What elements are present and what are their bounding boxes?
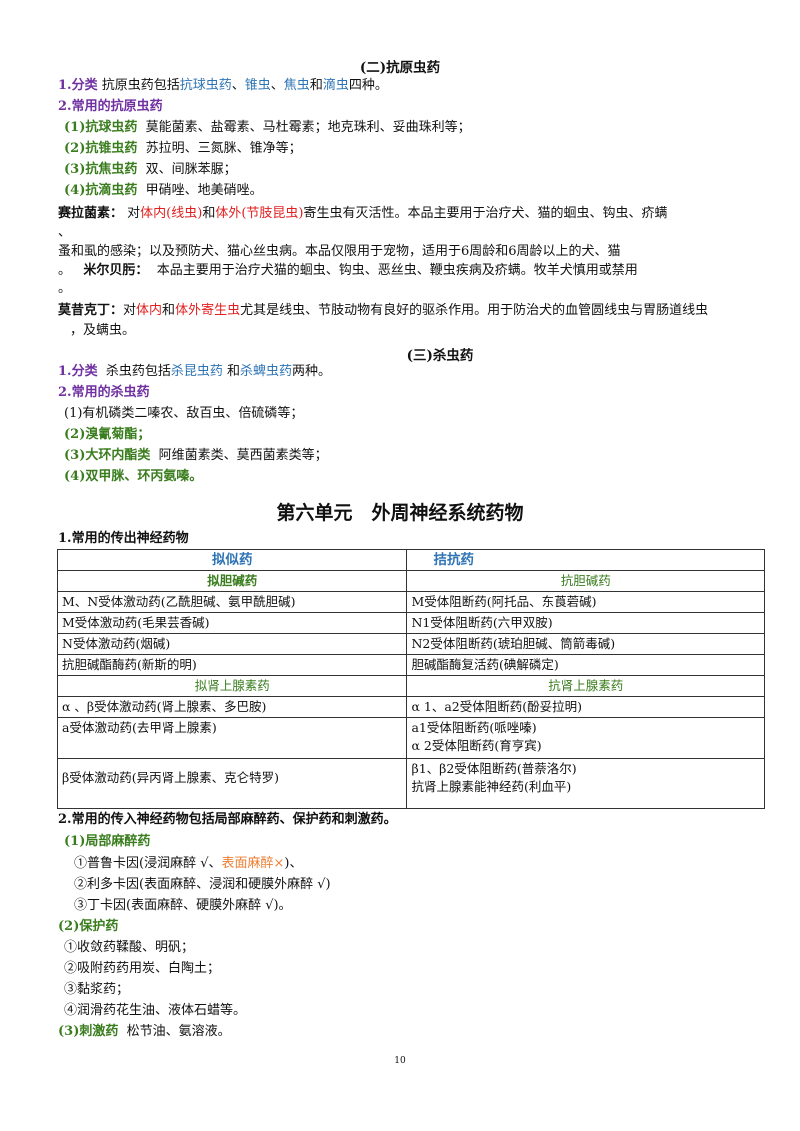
insecticide-item: (3)大环内酯类 阿维菌素类、莫西菌素类等； [64, 448, 328, 463]
table-cell: N2受体阻断药(琥珀胆碱、筒箭毒碱) [406, 633, 765, 655]
table-cell: β1、β2受体阻断药(普萘洛尔) 抗肾上腺素能神经药(利血平) [406, 758, 765, 809]
insecticide-item: (4)双甲脒、环丙氨嗪。 [64, 469, 203, 484]
insecticide-classification: 1.分类 杀虫药包括杀昆虫药 和杀蜱虫药两种。 [58, 364, 332, 379]
table-cell: 抗胆碱酯酶药(新斯的明) [56, 654, 408, 676]
table-cell: α 、β受体激动药(肾上腺素、多巴胺) [56, 696, 408, 718]
table-row: N受体激动药(烟碱) N2受体阻断药(琥珀胆碱、筒箭毒碱) [56, 633, 765, 655]
antiprotozoal-item: (2)抗锥虫药 苏拉明、三氮脒、锥净等； [64, 141, 302, 156]
protective-drug-heading: (2)保护药 [58, 919, 119, 934]
protective-drug-item: ④润滑药花生油、液体石蜡等。 [64, 1003, 247, 1018]
table-cell: 胆碱酯酶复活药(碘解磷定) [406, 654, 765, 676]
section-title-antiprotozoal: (二)抗原虫药 [359, 60, 441, 76]
afferent-drugs-heading: 2.常用的传入神经药物包括局部麻醉药、保护药和刺激药。 [58, 812, 397, 827]
antiprotozoal-item: (4)抗滴虫药 甲硝唑、地美硝唑。 [64, 183, 263, 198]
table-cell: β受体激动药(异丙肾上腺素、克仑特罗) [56, 758, 408, 809]
table-row: M、N受体激动药(乙酰胆碱、氨甲酰胆碱) M受体阻断药(阿托品、东莨菪碱) [56, 591, 765, 613]
table-row: 拟胆碱药 抗胆碱药 [56, 570, 765, 592]
local-anesthetic-item: ②利多卡因(表面麻醉、浸润和硬膜外麻醉 √) [74, 877, 331, 892]
milbemycin-paragraph-cont: 。 [58, 281, 72, 296]
insecticide-item: (1)有机磷类二嗪农、敌百虫、倍硫磷等； [64, 406, 304, 421]
table-row: 抗胆碱酯酶药(新斯的明) 胆碱酯酶复活药(碘解磷定) [56, 654, 765, 676]
table-row: β受体激动药(异丙肾上腺素、克仑特罗) β1、β2受体阻断药(普萘洛尔) 抗肾上… [56, 758, 765, 809]
irritant-drug-line: (3)刺激药 松节油、氨溶液。 [58, 1024, 231, 1039]
table-header-agonist: 拟似药 [56, 549, 408, 571]
insecticide-item: (2)溴氰菊酯； [64, 427, 151, 442]
unit-title: 第六单元 外周神经系统药物 [276, 502, 524, 524]
selamectin-paragraph: 赛拉菌素： 对体内(线虫)和体外(节肢昆虫)寄生虫有灭活性。本品主要用于治疗犬、… [58, 206, 668, 221]
local-anesthetic-item: ③丁卡因(表面麻醉、硬膜外麻醉 √)。 [74, 898, 292, 913]
milbemycin-paragraph: 。 米尔贝肟： 本品主要用于治疗犬猫的蛔虫、钩虫、恶丝虫、鞭虫疾病及疥螨。牧羊犬… [58, 263, 638, 278]
antiprotozoal-item: (3)抗焦虫药 双、间脒苯脲； [64, 162, 237, 177]
table-subheader: 拟肾上腺素药 [56, 675, 408, 697]
local-anesthetic-heading: (1)局部麻醉药 [64, 834, 151, 849]
table-row: a受体激动药(去甲肾上腺素) a1受体阻断药(哌唑嗪) α 2受体阻断药(育亨宾… [56, 717, 765, 759]
table-cell: α 1、a2受体阻断药(酚妥拉明) [406, 696, 765, 718]
table-header-antagonist: 拮抗药 [406, 549, 765, 571]
moxidectin-paragraph: 莫昔克丁：对体内和体外寄生虫尤其是线虫、节肢动物有良好的驱杀作用。用于防治犬的血… [58, 303, 709, 318]
table-row: 拟肾上腺素药 抗肾上腺素药 [56, 675, 765, 697]
efferent-drug-table: 拟似药 拮抗药 拟胆碱药 抗胆碱药 M、N受体激动药(乙酰胆碱、氨甲酰胆碱) M… [56, 549, 765, 809]
table-cell: N受体激动药(烟碱) [56, 633, 408, 655]
table-cell: N1受体阻断药(六甲双胺) [406, 612, 765, 634]
insecticide-common-heading: 2.常用的杀虫药 [58, 385, 150, 400]
table-subheader: 抗胆碱药 [406, 570, 765, 592]
table-subheader: 拟胆碱药 [56, 570, 408, 592]
antiprotozoal-item: (1)抗球虫药 莫能菌素、盐霉素、马杜霉素；地克珠利、妥曲珠利等； [64, 120, 471, 135]
table-cell: M受体激动药(毛果芸香碱) [56, 612, 408, 634]
efferent-drugs-heading: 1.常用的传出神经药物 [58, 531, 189, 546]
antiprotozoal-common-heading: 2.常用的抗原虫药 [58, 99, 163, 114]
table-row: 拟似药 拮抗药 [56, 549, 765, 571]
selamectin-paragraph-cont: 、 [58, 225, 72, 240]
table-subheader: 抗肾上腺素药 [406, 675, 765, 697]
section-title-insecticide: (三)杀虫药 [406, 348, 474, 364]
protective-drug-item: ①收敛药鞣酸、明矾； [64, 940, 195, 955]
selamectin-paragraph-cont: 蚤和虱的感染；以及预防犬、猫心丝虫病。本品仅限用于宠物，适用于6周龄和6周龄以上… [58, 244, 621, 259]
moxidectin-paragraph-cont: ，及螨虫。 [70, 323, 136, 338]
table-cell: M受体阻断药(阿托品、东莨菪碱) [406, 591, 765, 613]
protective-drug-item: ③黏浆药； [64, 982, 130, 997]
page-number: 10 [394, 1056, 406, 1066]
table-cell: a1受体阻断药(哌唑嗪) α 2受体阻断药(育亨宾) [406, 717, 765, 759]
table-cell: M、N受体激动药(乙酰胆碱、氨甲酰胆碱) [56, 591, 408, 613]
table-row: M受体激动药(毛果芸香碱) N1受体阻断药(六甲双胺) [56, 612, 765, 634]
antiprotozoal-classification: 1.分类 抗原虫药包括抗球虫药、锥虫、焦虫和滴虫四种。 [58, 78, 388, 93]
table-row: α 、β受体激动药(肾上腺素、多巴胺) α 1、a2受体阻断药(酚妥拉明) [56, 696, 765, 718]
table-cell: a受体激动药(去甲肾上腺素) [56, 717, 408, 759]
local-anesthetic-item: ①普鲁卡因(浸润麻醉 √、表面麻醉×)、 [74, 856, 303, 871]
protective-drug-item: ②吸附药药用炭、白陶土； [64, 961, 221, 976]
